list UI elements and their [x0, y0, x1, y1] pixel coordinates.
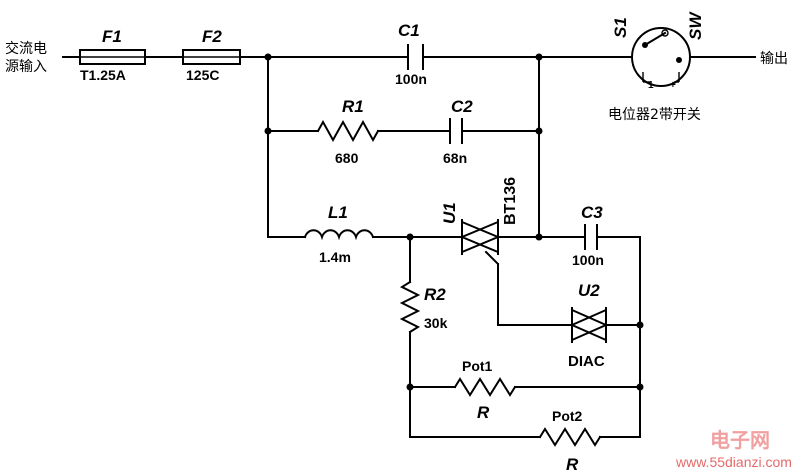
l1-value: 1.4m — [319, 249, 351, 265]
pot-switch-s1: 1 + S1 SW 电位器2带开关 — [608, 11, 705, 123]
pot2-value: R — [566, 455, 579, 474]
pot-switch-caption: 电位器2带开关 — [608, 107, 701, 123]
l1-name: L1 — [328, 203, 348, 222]
capacitor-c3: C3 100n — [538, 203, 641, 268]
inductor-l1: L1 1.4m — [267, 203, 411, 265]
c2-name: C2 — [451, 97, 473, 116]
resistor-r2: R2 30k — [399, 236, 448, 438]
r1-name: R1 — [342, 97, 364, 116]
r1-value: 680 — [335, 150, 359, 166]
potentiometer-pot1: Pot1 R — [409, 358, 641, 422]
s1-pin-b: + — [670, 80, 676, 91]
f1-name: F1 — [102, 27, 122, 46]
f1-value: T1.25A — [80, 67, 126, 83]
watermark-logo: 电子网 — [710, 429, 770, 452]
pot1-value: R — [477, 403, 490, 422]
c1-name: C1 — [398, 21, 420, 40]
fuse-f1: F1 T1.25A — [79, 27, 146, 83]
watermark: 电子网 www.55dianzi.com — [675, 429, 792, 470]
pot1-name: Pot1 — [462, 358, 493, 374]
watermark-url: www.55dianzi.com — [675, 454, 792, 470]
sw-name: SW — [686, 11, 705, 40]
triac-u1: U1 BT136 — [409, 177, 540, 326]
diac-u2: U2 DIAC — [497, 281, 641, 370]
pot2-name: Pot2 — [552, 408, 583, 424]
r2-name: R2 — [424, 285, 446, 304]
s1-name: S1 — [611, 17, 630, 38]
potentiometer-pot2: Pot2 R — [409, 408, 641, 474]
r1-c2-branch: R1 680 C2 68n — [267, 97, 540, 166]
c2-value: 68n — [443, 150, 467, 166]
input-label-line2: 源输入 — [5, 59, 47, 75]
f2-value: 125C — [186, 67, 219, 83]
c1-value: 100n — [395, 71, 427, 87]
u2-name: U2 — [578, 281, 600, 300]
u2-part: DIAC — [568, 353, 605, 370]
c3-value: 100n — [572, 252, 604, 268]
fuse-f2: F2 125C — [182, 27, 241, 83]
input-label-line1: 交流电 — [5, 40, 47, 57]
r2-value: 30k — [424, 315, 448, 331]
c3-name: C3 — [581, 203, 603, 222]
s1-pin-a: 1 — [648, 80, 654, 91]
f2-name: F2 — [202, 27, 222, 46]
output-label: 输出 — [760, 51, 788, 67]
u1-part: BT136 — [502, 177, 519, 225]
junction-dots — [264, 53, 644, 391]
capacitor-c1: C1 100n — [395, 21, 427, 87]
u1-name: U1 — [440, 202, 459, 224]
